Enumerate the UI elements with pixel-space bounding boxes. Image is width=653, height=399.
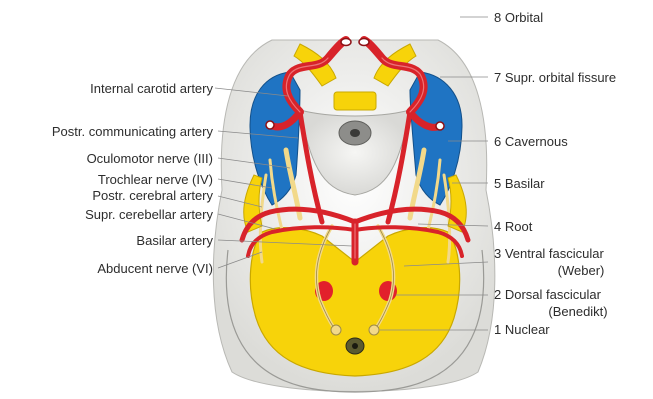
chiasm [334,92,376,110]
label-2-benedikt: (Benedikt) [528,304,628,319]
label-3-ventral-fascicular: 3 Ventral fascicular [494,246,604,261]
ica-cut-right [359,39,369,46]
label-basilar-artery: Basilar artery [136,233,213,248]
nucleus-right [369,325,379,335]
label-trochlear-nerve: Trochlear nerve (IV) [98,172,213,187]
label-oculomotor-nerve: Oculomotor nerve (III) [87,151,213,166]
label-4-root: 4 Root [494,219,532,234]
ica-cut-left [341,39,351,46]
label-5-basilar: 5 Basilar [494,176,545,191]
label-8-orbital: 8 Orbital [494,10,543,25]
label-1-nuclear: 1 Nuclear [494,322,550,337]
label-abducent-nerve: Abducent nerve (VI) [97,261,213,276]
label-2-dorsal-fascicular: 2 Dorsal fascicular [494,287,601,302]
nucleus-left [331,325,341,335]
label-internal-carotid-artery: Internal carotid artery [90,81,213,96]
label-7-supr-orbital-fissure: 7 Supr. orbital fissure [494,70,616,85]
label-3-weber: (Weber) [536,263,626,278]
label-supr-cerebellar-artery: Supr. cerebellar artery [85,207,213,222]
label-6-cavernous: 6 Cavernous [494,134,568,149]
label-postr-communicating-artery: Postr. communicating artery [52,124,213,139]
label-postr-cerebral-artery: Postr. cerebral artery [92,188,213,203]
